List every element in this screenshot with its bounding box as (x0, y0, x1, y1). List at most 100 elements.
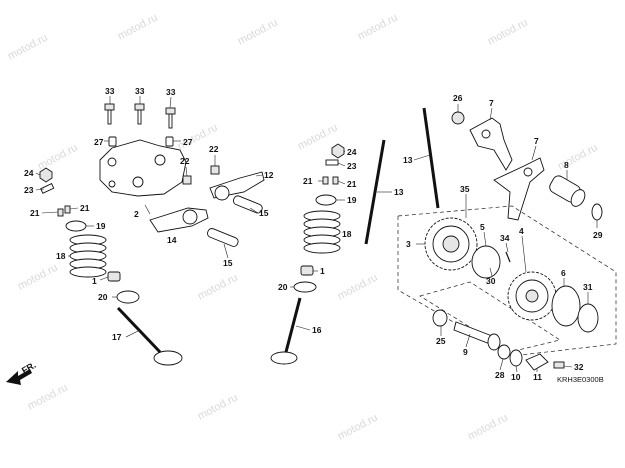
bolt-33-left (104, 103, 115, 125)
part-label: 17 (112, 332, 122, 342)
part-label: 31 (583, 282, 593, 292)
bolt-32 (553, 361, 565, 369)
clip-34 (505, 251, 511, 263)
camshaft-9 (453, 321, 501, 351)
part-label: 18 (342, 229, 352, 239)
part-label: 12 (264, 170, 274, 180)
leader-lines (35, 96, 598, 373)
part-label: 21 (80, 203, 90, 213)
part-label: 22 (180, 156, 190, 166)
watermark: motod.ru (356, 12, 400, 43)
plate-6 (551, 285, 581, 327)
nut-22-lower (182, 175, 192, 185)
part-label: 7 (489, 98, 494, 108)
part-label: 13 (394, 187, 404, 197)
adjuster-23-left (40, 183, 55, 194)
ring-5 (471, 245, 501, 279)
rocker-arm-14 (149, 207, 209, 233)
spring-18-left (69, 234, 107, 278)
part-labels: 33 33 33 27 27 22 22 2 24 23 21 21 19 18… (24, 86, 603, 382)
part-label: 18 (56, 251, 66, 261)
cam-gear-4 (507, 271, 557, 321)
part-label: 4 (519, 226, 524, 236)
rocker-shaft-15-upper (232, 195, 263, 214)
part-label: 5 (480, 222, 485, 232)
part-label: 33 (166, 87, 176, 97)
bolt-33-mid (134, 103, 145, 125)
part-label: 26 (453, 93, 463, 103)
ring-10 (509, 349, 523, 367)
cam-group-outline (397, 205, 617, 357)
seat-20-right (293, 281, 317, 293)
part-label: 24 (24, 168, 34, 178)
watermark: motod.ru (26, 382, 70, 413)
part-label: 22 (209, 144, 219, 154)
shaft-8 (549, 175, 586, 207)
front-label: FR. (20, 360, 38, 376)
part-label: 2 (134, 209, 139, 219)
watermark: motod.ru (116, 12, 160, 43)
arrow-icon (6, 369, 32, 385)
part-label: 9 (463, 347, 468, 357)
part-label: 23 (24, 185, 34, 195)
part-label: 14 (167, 235, 177, 245)
pushrod-13-right (422, 107, 440, 209)
cam-follower-7-lower (493, 157, 545, 221)
part-label: 32 (574, 362, 584, 372)
seal-1-left (107, 271, 121, 282)
seal-1-right (300, 265, 314, 276)
watermark: motod.ru (486, 17, 530, 48)
seal-28 (497, 344, 511, 360)
seat-20-left (116, 290, 140, 304)
nut-22-upper (210, 165, 220, 175)
part-label: 10 (511, 372, 521, 382)
cam-follower-7-upper (469, 117, 513, 171)
nut-24-left (39, 167, 53, 183)
rocker-arm-12 (209, 171, 265, 201)
part-label: 3 (406, 239, 411, 249)
part-label: 16 (312, 325, 322, 335)
part-label: 29 (593, 230, 603, 240)
retainer-19-left (65, 220, 87, 232)
washer-25 (432, 309, 448, 327)
part-label: 21 (30, 208, 40, 218)
part-label: 24 (347, 147, 357, 157)
part-label: 1 (92, 276, 97, 286)
part-label: 15 (223, 258, 233, 268)
part-label: 19 (96, 221, 106, 231)
part-label: 15 (259, 208, 269, 218)
pushrod-13-left (364, 139, 386, 245)
part-label: 13 (403, 155, 413, 165)
part-label: 23 (347, 161, 357, 171)
part-label: 8 (564, 160, 569, 170)
retainer-19-right (315, 194, 337, 206)
part-label: 11 (533, 372, 542, 382)
diagram-code: KRH3E0300B (557, 375, 604, 384)
part-label: 25 (436, 336, 446, 346)
plate-11 (525, 353, 549, 371)
watermark: motod.ru (6, 32, 50, 63)
ring-31 (577, 303, 599, 333)
part-label: 21 (303, 176, 313, 186)
rocker-shaft-15-lower (207, 228, 239, 247)
part-label: 21 (347, 179, 357, 189)
part-label: 35 (460, 184, 470, 194)
spring-18-right (303, 210, 341, 254)
part-label: 28 (495, 370, 505, 380)
part-label: 27 (183, 137, 193, 147)
part-label: 27 (94, 137, 104, 147)
adjuster-23-right (325, 159, 339, 166)
cotter-21-right (322, 176, 339, 185)
part-label: 34 (500, 233, 510, 243)
watermark: motod.ru (236, 17, 280, 48)
part-label: 19 (347, 195, 357, 205)
watermark: motod.ru (336, 272, 380, 303)
part-label: 1 (320, 266, 325, 276)
part-label: 33 (105, 86, 115, 96)
watermark: motod.ru (196, 272, 240, 303)
part-label: 33 (135, 86, 145, 96)
part-label: 6 (561, 268, 566, 278)
part-label: 20 (278, 282, 288, 292)
watermark: motod.ru (196, 392, 240, 423)
